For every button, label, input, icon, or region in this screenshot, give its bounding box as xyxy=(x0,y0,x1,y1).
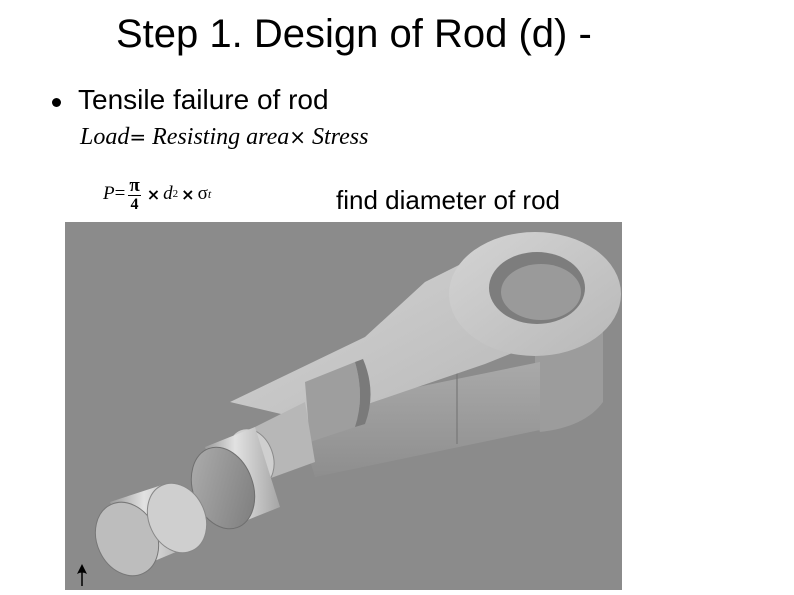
formula-p: P xyxy=(103,183,115,204)
formula-four: 4 xyxy=(130,195,139,213)
formula-times-2: × xyxy=(181,184,195,204)
formula-exponent: 2 xyxy=(172,188,179,200)
formula-times: × xyxy=(289,125,306,149)
formula-resisting-area: Resisting area xyxy=(152,124,290,150)
find-diameter-text: find diameter of rod xyxy=(336,185,561,215)
formula-equals: = xyxy=(129,125,147,149)
formula-times-1: × xyxy=(146,184,161,204)
bullet-dot-icon xyxy=(52,98,61,107)
formula-sigma: σ xyxy=(197,183,208,204)
slide-title: Step 1. Design of Rod (d) - xyxy=(116,12,592,56)
formula-stress: Stress xyxy=(312,124,369,150)
axis-arrow-icon xyxy=(77,564,87,586)
formula-load: Load xyxy=(80,124,130,150)
formula-in-words: Load= Resisting area× Stress xyxy=(80,124,368,151)
bullet-text: Tensile failure of rod xyxy=(78,84,329,115)
formula-fraction: π 4 xyxy=(128,174,141,213)
formula-sym-equals: = xyxy=(114,183,126,204)
formula-subscript: t xyxy=(207,186,212,201)
rod-end-illustration xyxy=(94,232,621,577)
rod-end-figure xyxy=(65,222,622,590)
formula-d: d xyxy=(163,183,173,204)
formula-pi: π xyxy=(128,174,141,196)
